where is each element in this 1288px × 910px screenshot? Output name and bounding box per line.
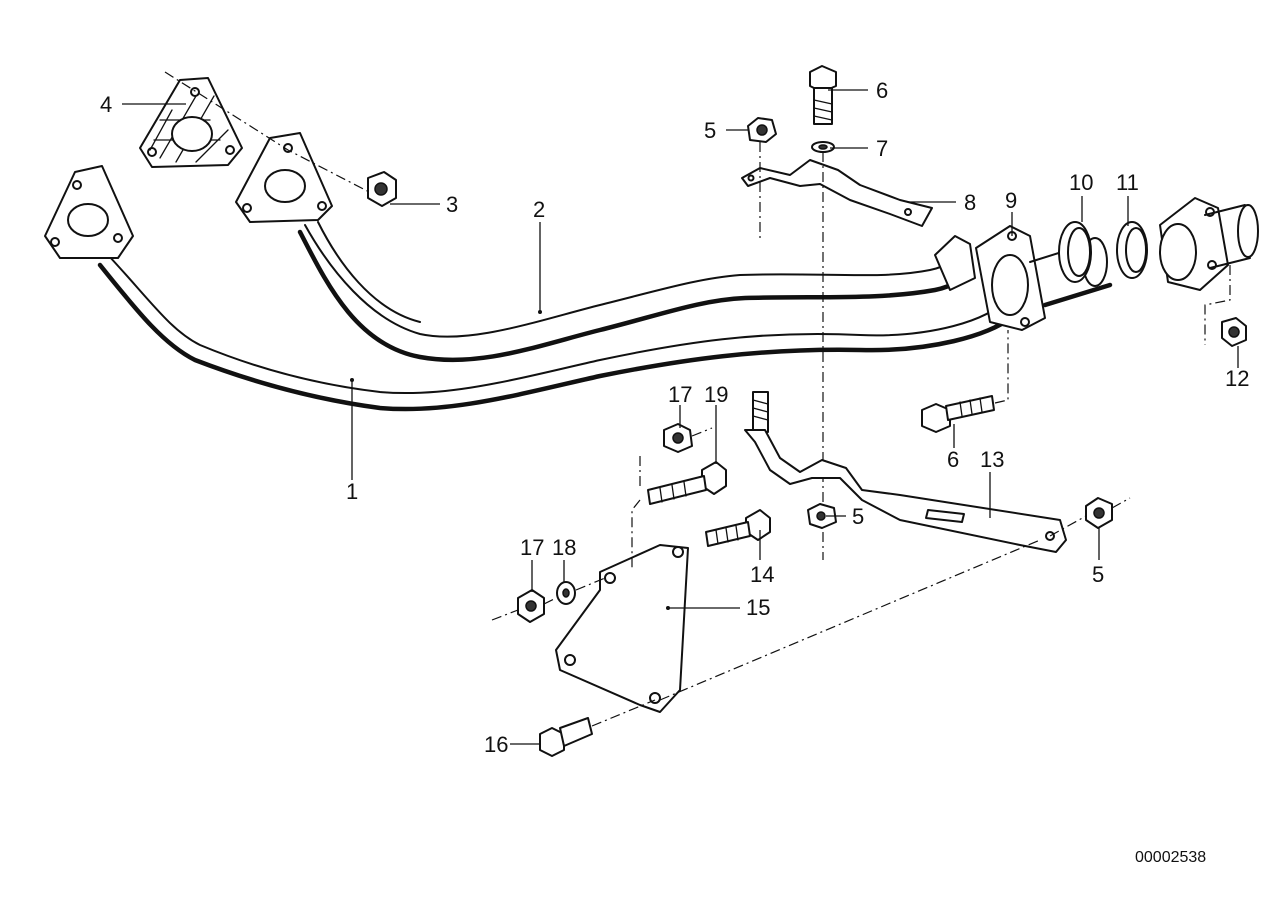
alignment-line-nut12 [1204, 265, 1231, 345]
pipe2-flange [235, 132, 333, 223]
washer-part-18 [556, 581, 576, 605]
front-pipe-lower [97, 254, 1013, 412]
bolt-part-14 [705, 509, 771, 547]
lower-bolt-stud [752, 391, 769, 433]
alignment-line-bolt16 [591, 539, 1041, 727]
alignment-line-bolt19 [631, 499, 641, 570]
downstream-flange [1159, 197, 1259, 291]
bolt-part-16 [539, 717, 593, 757]
callout-17-top: 17 [668, 382, 692, 407]
callout-12: 12 [1225, 366, 1249, 391]
callout-19: 19 [704, 382, 728, 407]
joint-flange-part-9 [934, 225, 1046, 331]
callout-9: 9 [1005, 188, 1017, 213]
callout-1: 1 [346, 479, 358, 504]
callout-13: 13 [980, 447, 1004, 472]
callout-4: 4 [100, 92, 112, 117]
callout-10: 10 [1069, 170, 1093, 195]
hanger-part-8 [741, 159, 933, 227]
ring-part-11 [1116, 221, 1148, 279]
alignment-line-bolt6-lower [994, 330, 1009, 404]
nut-part-17-left [517, 589, 545, 623]
alignment-line-gasket [164, 71, 376, 196]
alignment-line-nut17-left [491, 577, 606, 621]
alignment-line-nut5-right [1111, 497, 1131, 509]
alignment-line-bracket [1049, 515, 1087, 537]
leader-lines [122, 89, 1239, 745]
callout-2: 2 [533, 197, 545, 222]
callout-17-left: 17 [520, 535, 544, 560]
callout-15: 15 [746, 595, 770, 620]
front-pipe-upper [297, 221, 971, 363]
nut-part-3 [367, 171, 397, 207]
callout-14: 14 [750, 562, 774, 587]
nut-part-12 [1221, 317, 1247, 347]
bracket-part-15 [555, 544, 689, 713]
gasket-part-4 [139, 77, 243, 168]
bolt-part-19 [647, 461, 727, 505]
callout-8: 8 [964, 190, 976, 215]
nut-part-5-right [1085, 497, 1113, 529]
callout-5-right: 5 [1092, 562, 1104, 587]
callout-6-top: 6 [876, 78, 888, 103]
clamp-bracket-part-13 [744, 429, 1067, 553]
callout-11: 11 [1116, 170, 1139, 195]
bolt-part-6-lower [921, 395, 995, 433]
nut-part-17-top [663, 423, 693, 453]
callout-7: 7 [876, 136, 888, 161]
callout-3: 3 [446, 192, 458, 217]
callout-5-middle: 5 [852, 504, 864, 529]
ring-part-10 [1058, 221, 1092, 283]
nut-part-5-middle [807, 503, 837, 529]
washer-part-7 [811, 141, 835, 153]
callout-16: 16 [484, 732, 508, 757]
bolt-part-6-top [809, 65, 837, 125]
callout-18: 18 [552, 535, 576, 560]
callout-5-top: 5 [704, 118, 716, 143]
nut-part-5-top [747, 117, 777, 143]
pipe1-flange [44, 165, 134, 259]
document-number: 00002538 [1135, 849, 1206, 866]
alignment-line-nut17-top-b [691, 427, 713, 437]
callout-6-lower: 6 [947, 447, 959, 472]
